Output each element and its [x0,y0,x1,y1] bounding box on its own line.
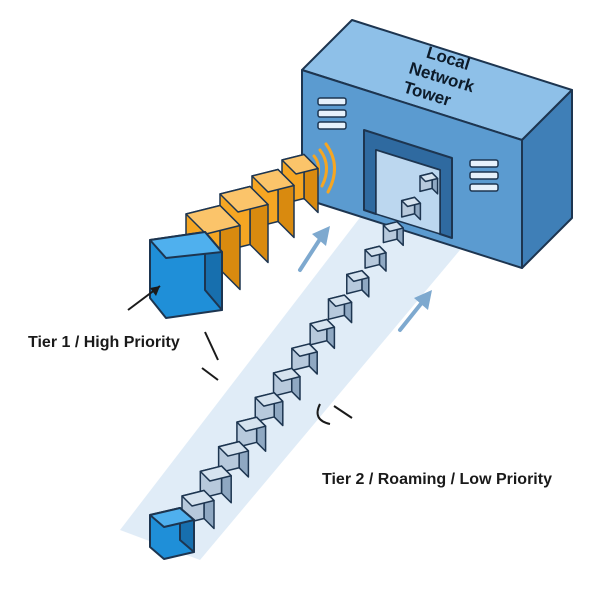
tier1-label: Tier 1 / High Priority [28,334,180,351]
tower-label: Local Network Tower [401,43,477,110]
tier2-block [419,172,439,195]
tier2-block [382,221,404,247]
tier2-label: Tier 2 / Roaming / Low Priority [322,471,552,488]
tier2-block [236,416,267,453]
tier2-pointer [316,403,353,425]
tier2-roaming-queue [181,172,439,530]
local-network-tower [301,19,573,269]
tier2-block [346,269,370,298]
tier2-block [309,318,336,350]
flow-arrow-left [298,226,330,272]
tier2-block [291,343,318,375]
tier2-block [199,465,232,504]
tier2-lead-block [149,507,195,560]
tier1-lead-block [127,231,223,319]
tier2-block [364,245,387,272]
flow-arrow-right [398,290,432,332]
tier2-block [272,367,301,401]
tier1-priority-queue [185,153,319,291]
tier2-block [327,294,353,324]
tier2-block [217,440,250,478]
tier2-block [400,196,422,221]
tier1-leader-tick [201,367,219,381]
tier1-leader-line [204,331,219,361]
tower-doorway-inner [375,149,441,235]
vent-grille-icon [317,97,499,192]
tier1-block [219,185,269,264]
tier2-block [254,392,284,427]
